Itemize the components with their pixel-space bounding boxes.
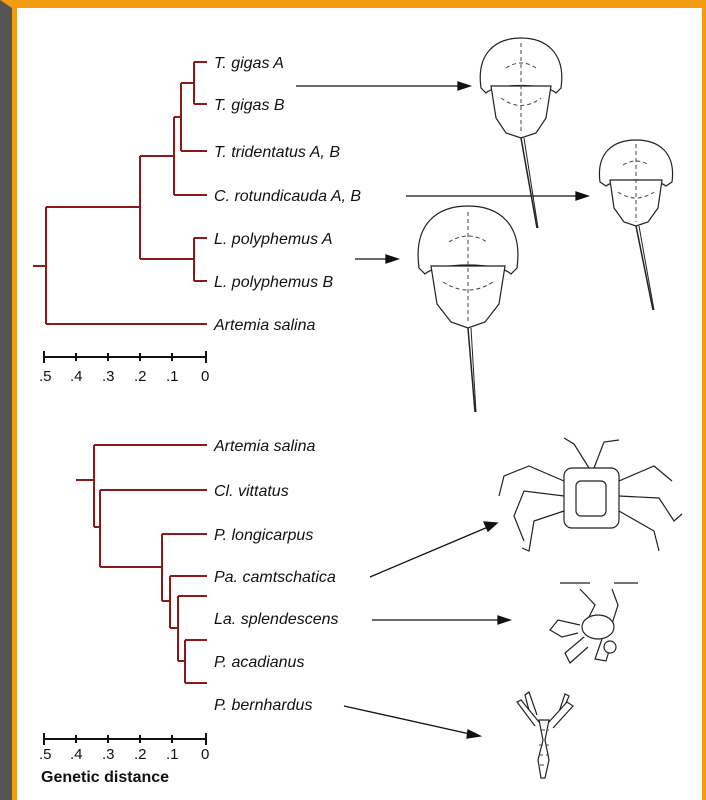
taxon-label: T. gigas B bbox=[214, 97, 285, 114]
horseshoe-crab-icon bbox=[418, 206, 518, 412]
hermit-crab-icon bbox=[550, 583, 638, 663]
scale-bar-1: .5 .4 .3 .2 .1 0 bbox=[39, 351, 209, 385]
tick-label: .2 bbox=[134, 368, 147, 385]
taxon-label: C. rotundicauda A, B bbox=[214, 188, 361, 205]
tree1-branches bbox=[33, 62, 207, 324]
taxon-label: Cl. vittatus bbox=[214, 483, 289, 500]
arrows-tree-2 bbox=[344, 522, 510, 738]
tick-label: .5 bbox=[39, 368, 52, 385]
taxon-label: Artemia salina bbox=[213, 438, 315, 455]
tick-label: .3 bbox=[102, 746, 115, 763]
hermit-crab-icon bbox=[517, 692, 573, 778]
horseshoe-crab-icon bbox=[599, 140, 672, 310]
tick-label: .3 bbox=[102, 368, 115, 385]
taxon-label: L. polyphemus B bbox=[214, 274, 334, 291]
scale-bar-2: .5 .4 .3 .2 .1 0 Genetic distance bbox=[39, 733, 209, 786]
taxon-label: Pa. camtschatica bbox=[214, 569, 336, 586]
tree-1: T. gigas A T. gigas B T. tridentatus A, … bbox=[33, 55, 361, 334]
tick-label: .1 bbox=[166, 368, 179, 385]
tick-label: .4 bbox=[70, 746, 83, 763]
king-crab-icon bbox=[499, 438, 682, 551]
axis-title: Genetic distance bbox=[41, 769, 169, 786]
tick-label: .4 bbox=[70, 368, 83, 385]
taxon-label: L. polyphemus A bbox=[214, 231, 333, 248]
taxon-label: T. tridentatus A, B bbox=[214, 144, 340, 161]
tick-label: 0 bbox=[201, 746, 209, 763]
taxon-label: Artemia salina bbox=[213, 317, 315, 334]
tick-label: 0 bbox=[201, 368, 209, 385]
horseshoe-crab-icon bbox=[480, 38, 562, 228]
tick-label: .1 bbox=[166, 746, 179, 763]
tree-2: Artemia salina Cl. vittatus P. longicarp… bbox=[76, 438, 339, 714]
taxon-label: La. splendescens bbox=[214, 611, 339, 628]
taxon-label: P. acadianus bbox=[214, 654, 304, 671]
taxon-label: P. longicarpus bbox=[214, 527, 313, 544]
tick-label: .5 bbox=[39, 746, 52, 763]
taxon-label: P. bernhardus bbox=[214, 697, 312, 714]
tree2-branches bbox=[76, 445, 207, 683]
taxon-label: T. gigas A bbox=[214, 55, 284, 72]
tick-label: .2 bbox=[134, 746, 147, 763]
